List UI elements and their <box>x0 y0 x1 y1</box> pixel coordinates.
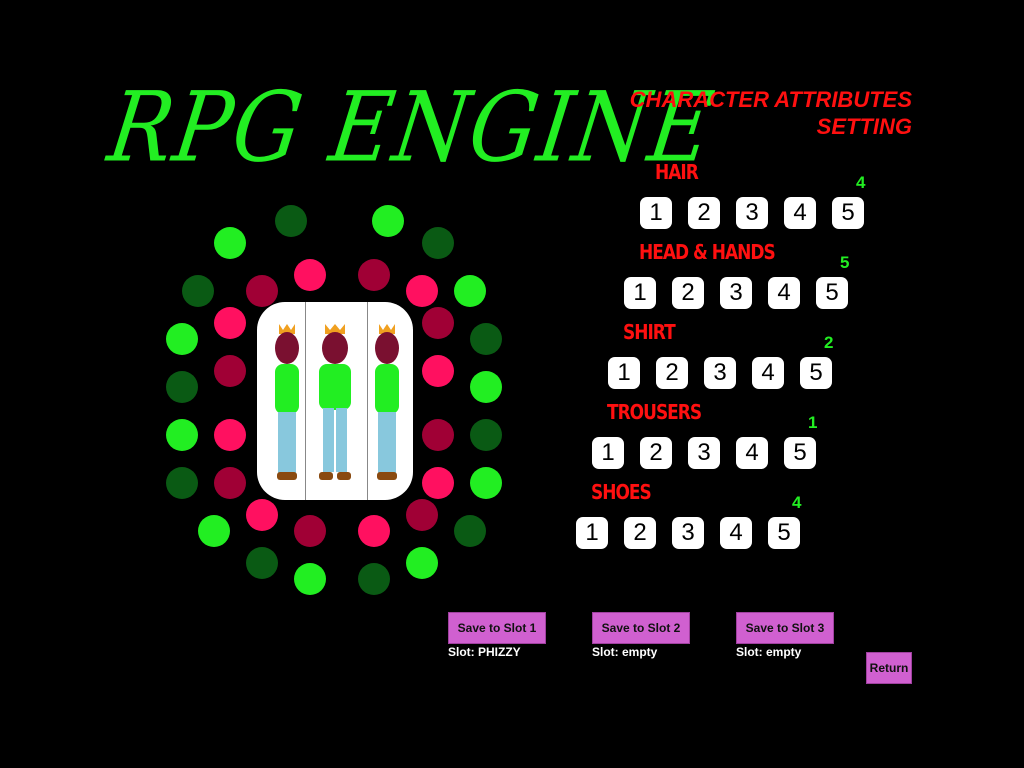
save-slot-3-button[interactable]: Save to Slot 3 <box>736 612 834 644</box>
shoes-selected-value: 4 <box>792 493 802 512</box>
trousers-option-1[interactable]: 1 <box>592 437 624 469</box>
decorative-dot <box>214 227 246 259</box>
decorative-dot <box>294 563 326 595</box>
head-hands-option-3[interactable]: 3 <box>720 277 752 309</box>
decorative-dot <box>214 307 246 339</box>
attribute-label-hair: HAIR <box>655 161 699 185</box>
decorative-dot <box>198 515 230 547</box>
decorative-dot <box>470 323 502 355</box>
hair-option-3[interactable]: 3 <box>736 197 768 229</box>
head-hands-option-1[interactable]: 1 <box>624 277 656 309</box>
decorative-dot <box>246 547 278 579</box>
shoes-option-5[interactable]: 5 <box>768 517 800 549</box>
decorative-dot <box>406 275 438 307</box>
return-button[interactable]: Return <box>866 652 912 684</box>
hair-option-4[interactable]: 4 <box>784 197 816 229</box>
decorative-dot <box>166 467 198 499</box>
decorative-dot <box>422 307 454 339</box>
decorative-dot <box>294 259 326 291</box>
save-slot-2-button[interactable]: Save to Slot 2 <box>592 612 690 644</box>
slot-1-status: Slot: PHIZZY <box>448 645 521 659</box>
page-title: CHARACTER ATTRIBUTES SETTING <box>630 86 912 140</box>
decorative-dot <box>470 467 502 499</box>
head-hands-selected-value: 5 <box>840 253 850 272</box>
title-line-2: SETTING <box>816 114 912 139</box>
decorative-dot <box>358 515 390 547</box>
attribute-label-shirt: SHIRT <box>623 321 676 345</box>
decorative-dot <box>454 275 486 307</box>
decorative-dot <box>214 355 246 387</box>
decorative-dot <box>470 371 502 403</box>
decorative-dot <box>422 227 454 259</box>
shoes-option-4[interactable]: 4 <box>720 517 752 549</box>
shirt-option-1[interactable]: 1 <box>608 357 640 389</box>
decorative-dot <box>246 275 278 307</box>
decorative-dot <box>358 259 390 291</box>
shoes-option-1[interactable]: 1 <box>576 517 608 549</box>
decorative-dot <box>275 205 307 237</box>
decorative-dot <box>214 467 246 499</box>
decorative-dot <box>422 419 454 451</box>
hair-selected-value: 4 <box>856 173 866 192</box>
trousers-option-2[interactable]: 2 <box>640 437 672 469</box>
trousers-option-5[interactable]: 5 <box>784 437 816 469</box>
trousers-option-4[interactable]: 4 <box>736 437 768 469</box>
character-side-right <box>375 324 399 480</box>
decorative-dot <box>406 547 438 579</box>
hair-option-2[interactable]: 2 <box>688 197 720 229</box>
preview-divider <box>305 302 306 500</box>
decorative-dot <box>166 419 198 451</box>
slot-2-status: Slot: empty <box>592 645 658 659</box>
attribute-label-head-hands: HEAD & HANDS <box>639 241 776 265</box>
decorative-dot <box>358 563 390 595</box>
attribute-label-trousers: TROUSERS <box>607 401 702 425</box>
shirt-option-5[interactable]: 5 <box>800 357 832 389</box>
decorative-dot <box>294 515 326 547</box>
decorative-dot <box>422 467 454 499</box>
character-side-left <box>275 324 299 480</box>
decorative-dot <box>166 371 198 403</box>
trousers-selected-value: 1 <box>808 413 818 432</box>
character-front <box>319 324 351 480</box>
decorative-dot <box>372 205 404 237</box>
head-hands-option-4[interactable]: 4 <box>768 277 800 309</box>
title-line-1: CHARACTER ATTRIBUTES <box>629 87 912 112</box>
shoes-option-3[interactable]: 3 <box>672 517 704 549</box>
trousers-option-3[interactable]: 3 <box>688 437 720 469</box>
save-slot-1-button[interactable]: Save to Slot 1 <box>448 612 546 644</box>
slot-3-status: Slot: empty <box>736 645 802 659</box>
decorative-dot <box>166 323 198 355</box>
shirt-option-4[interactable]: 4 <box>752 357 784 389</box>
shirt-option-2[interactable]: 2 <box>656 357 688 389</box>
decorative-dot <box>246 499 278 531</box>
decorative-dot <box>182 275 214 307</box>
hair-option-1[interactable]: 1 <box>640 197 672 229</box>
decorative-dot <box>454 515 486 547</box>
shirt-option-3[interactable]: 3 <box>704 357 736 389</box>
decorative-dot <box>406 499 438 531</box>
decorative-dot <box>470 419 502 451</box>
head-hands-option-5[interactable]: 5 <box>816 277 848 309</box>
hair-option-5[interactable]: 5 <box>832 197 864 229</box>
head-hands-option-2[interactable]: 2 <box>672 277 704 309</box>
character-preview <box>257 302 413 500</box>
game-logo: RPG ENGINE <box>102 70 722 184</box>
decorative-dot <box>422 355 454 387</box>
decorative-dot <box>214 419 246 451</box>
preview-divider <box>367 302 368 500</box>
shirt-selected-value: 2 <box>824 333 834 352</box>
attribute-label-shoes: SHOES <box>591 481 652 505</box>
shoes-option-2[interactable]: 2 <box>624 517 656 549</box>
